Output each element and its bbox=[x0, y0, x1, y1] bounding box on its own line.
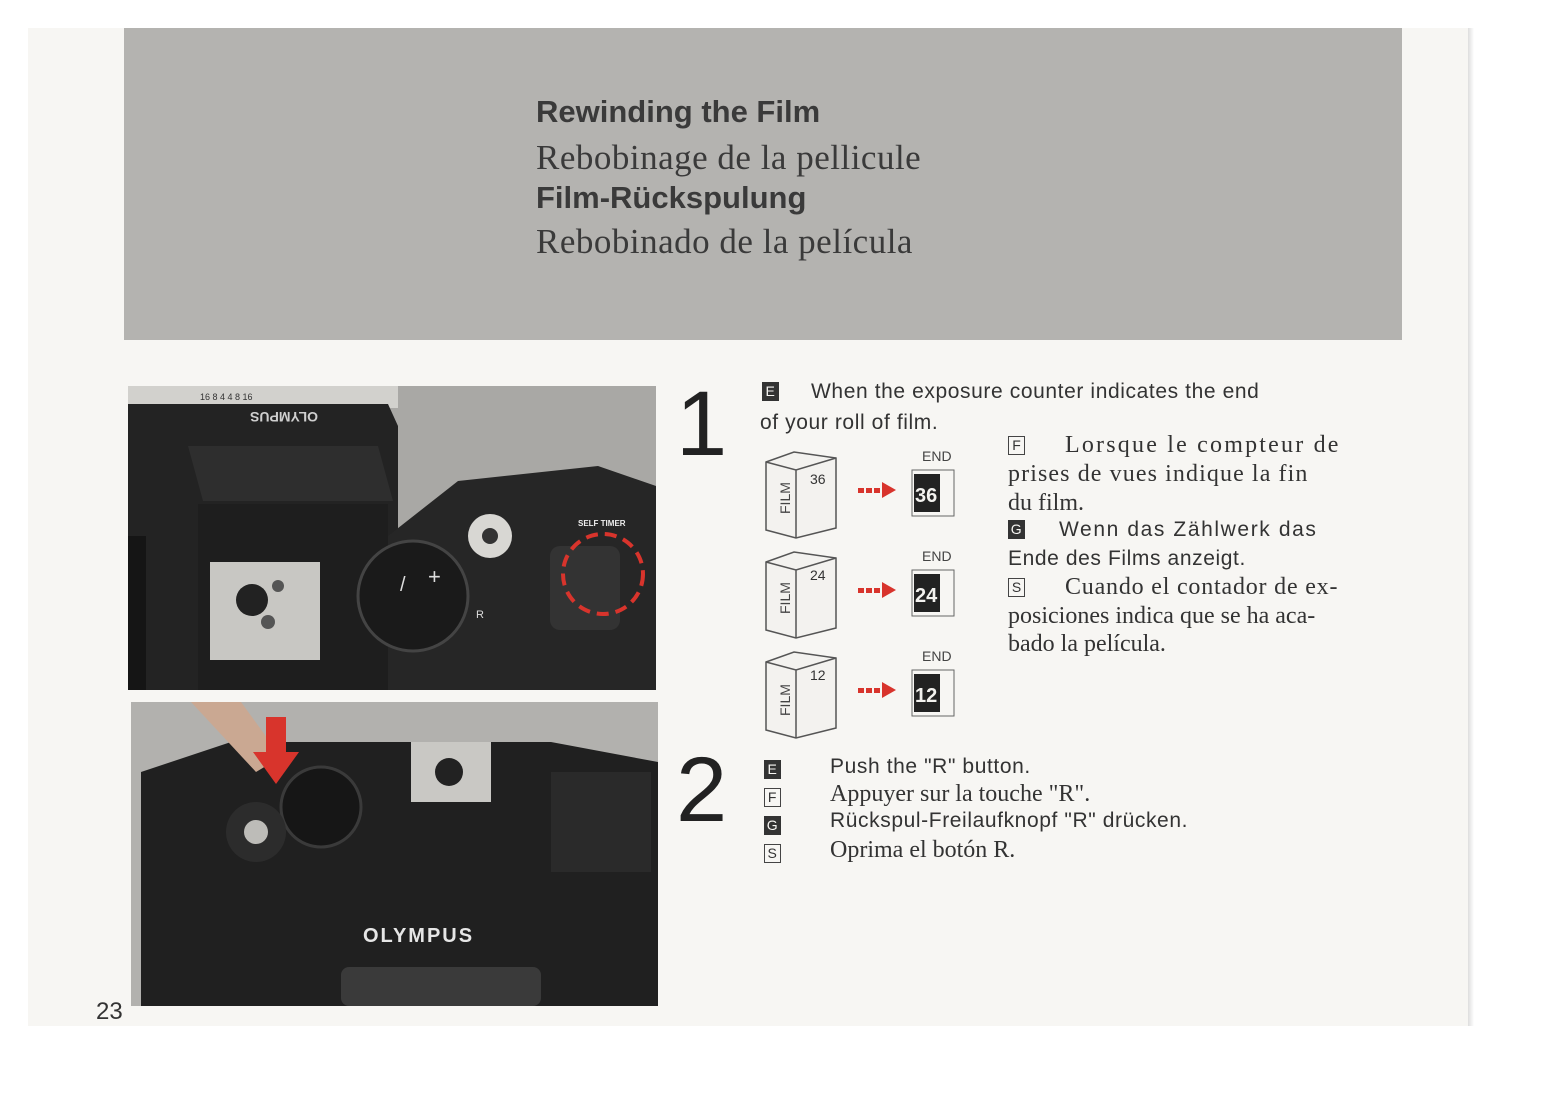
svg-text:END: END bbox=[922, 548, 952, 564]
step2-german: Rückspul-Freilaufknopf "R" drücken. bbox=[830, 809, 1189, 832]
title-french: Rebobinage de la pellicule bbox=[536, 138, 922, 177]
svg-text:/: / bbox=[400, 574, 406, 596]
lang-badge-f: F bbox=[1008, 436, 1025, 455]
svg-text:12: 12 bbox=[810, 667, 826, 683]
step-2-number: 2 bbox=[676, 739, 728, 841]
top-brand-mirrored: OLYMPUS bbox=[250, 409, 318, 425]
title-english: Rewinding the Film bbox=[536, 94, 821, 129]
step1-english-line2: of your roll of film. bbox=[760, 411, 939, 434]
page-edge bbox=[1468, 28, 1474, 1026]
svg-text:24: 24 bbox=[810, 567, 826, 583]
step1-french-line2: prises de vues indique la fin bbox=[1008, 461, 1309, 487]
svg-text:+: + bbox=[428, 564, 441, 589]
title-spanish: Rebobinado de la película bbox=[536, 222, 913, 261]
step2-badge-e: E bbox=[764, 760, 781, 779]
rewind-button-photo: OLYMPUS bbox=[131, 702, 658, 1006]
svg-text:FILM: FILM bbox=[777, 684, 793, 716]
counter-36-value: 36 bbox=[915, 485, 937, 507]
step2-french: Appuyer sur la touche "R". bbox=[830, 781, 1091, 807]
step2-badge-s: S bbox=[764, 844, 781, 863]
svg-text:END: END bbox=[922, 448, 952, 464]
lang-badge-s: S bbox=[1008, 578, 1025, 597]
svg-text:FILM: FILM bbox=[777, 582, 793, 614]
counter-highlight-circle bbox=[561, 532, 645, 616]
svg-text:END: END bbox=[922, 648, 952, 664]
counter-illustration-24: FILM 24 END 24 bbox=[760, 546, 970, 642]
self-timer-label: SELF TIMER bbox=[578, 519, 626, 528]
step-1-number: 1 bbox=[676, 373, 728, 475]
step1-french-line3: du film. bbox=[1008, 490, 1084, 516]
counter-illustration-12: FILM 12 END 12 bbox=[760, 646, 970, 742]
r-button-label: R bbox=[476, 609, 484, 621]
counter-illustration-36: FILM 36 END 36 bbox=[760, 446, 970, 542]
step2-badge-g: G bbox=[764, 816, 781, 835]
step2-spanish: Oprima el botón R. bbox=[830, 837, 1016, 863]
step1-spanish-line2: posiciones indica que se ha aca- bbox=[1008, 603, 1316, 629]
counter-24-value: 24 bbox=[915, 585, 938, 607]
camera-top-photo: 16 8 4 4 8 16 OLYMPUS / + R SELF TIMER bbox=[128, 386, 656, 690]
step2-english: Push the "R" button. bbox=[830, 755, 1031, 778]
title-german: Film-Rückspulung bbox=[536, 180, 807, 215]
bottom-brand: OLYMPUS bbox=[363, 925, 474, 947]
step2-badge-f: F bbox=[764, 788, 781, 807]
svg-text:36: 36 bbox=[810, 471, 826, 487]
page-number: 23 bbox=[96, 998, 123, 1025]
lang-badge-e: E bbox=[762, 382, 779, 401]
title-banner bbox=[124, 28, 1402, 340]
lang-badge-g: G bbox=[1008, 520, 1025, 539]
svg-text:FILM: FILM bbox=[777, 482, 793, 514]
counter-12-value: 12 bbox=[915, 685, 937, 707]
step1-spanish-line3: bado la película. bbox=[1008, 631, 1166, 657]
aperture-scale: 16 8 4 4 8 16 bbox=[200, 392, 253, 402]
step1-german-line2: Ende des Films anzeigt. bbox=[1008, 547, 1246, 570]
push-arrow-icon bbox=[266, 717, 286, 755]
